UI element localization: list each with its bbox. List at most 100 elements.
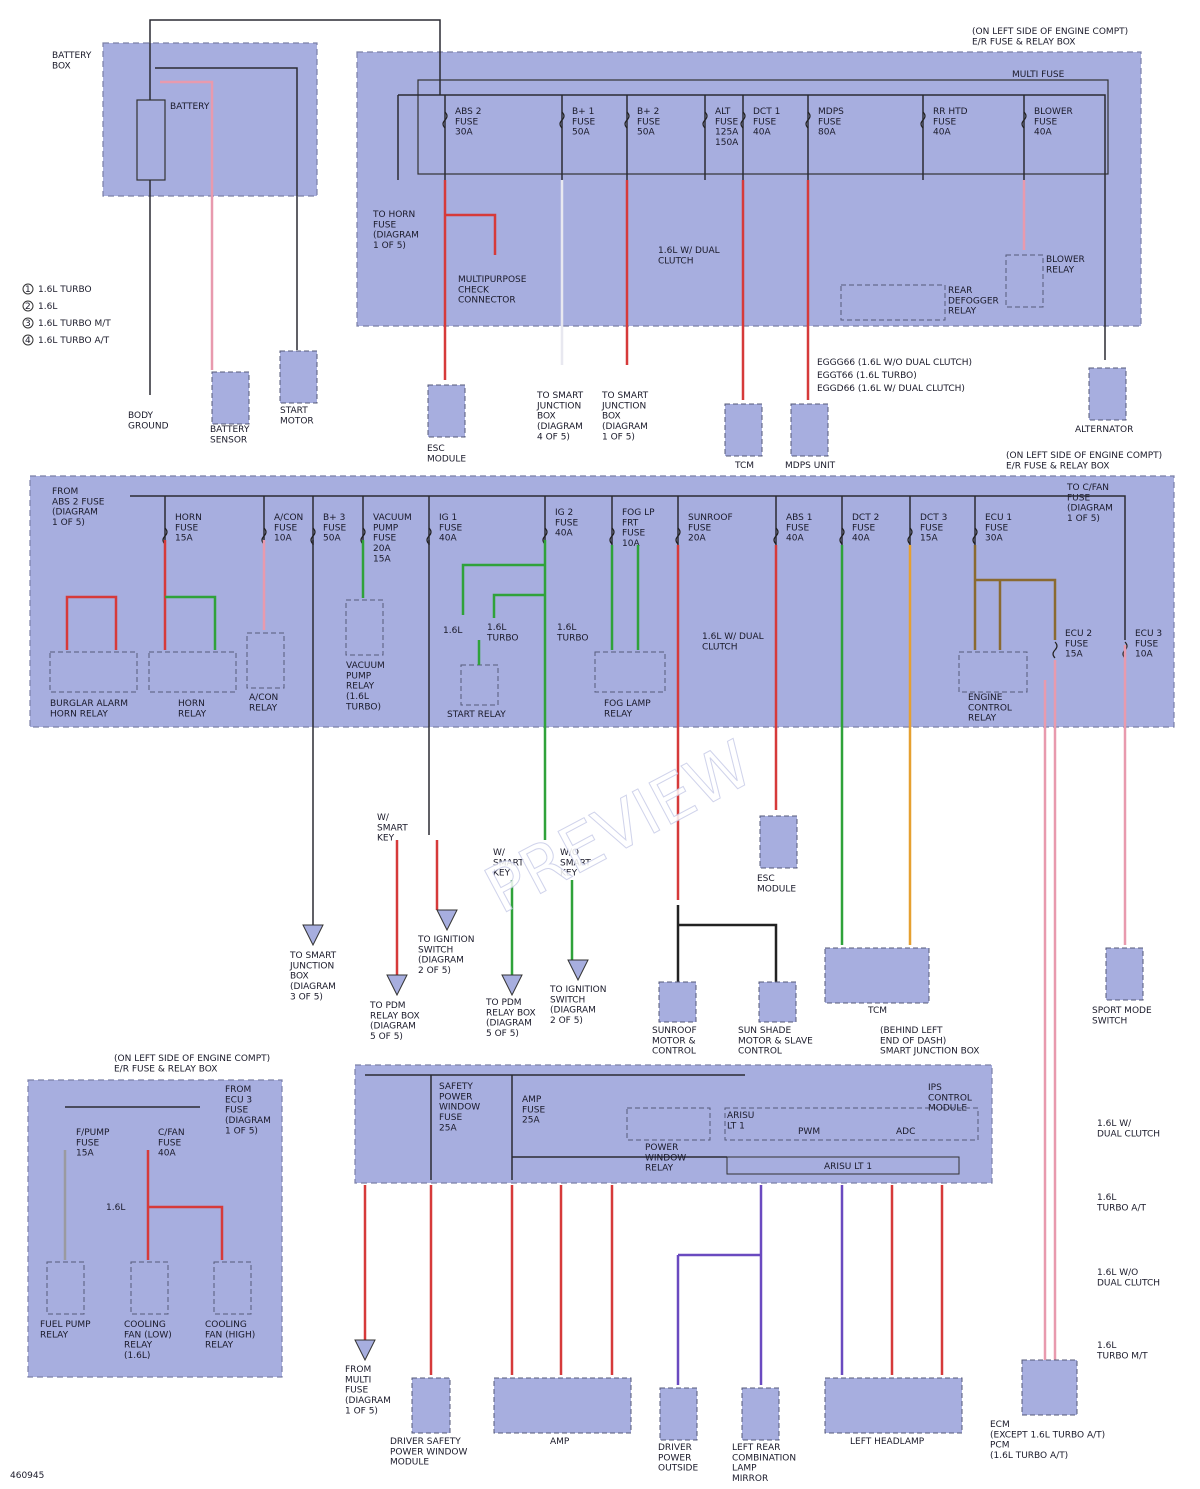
wire-blk-alt <box>398 94 1106 360</box>
connector-s-icon <box>501 974 523 997</box>
tcm-top-label: TCM <box>734 461 754 471</box>
esc-module-mid <box>759 815 798 869</box>
page-id: 460945 <box>10 1471 44 1481</box>
wire-brn-ecu <box>973 545 1057 650</box>
wire-grn-fog <box>610 545 640 650</box>
ecm-label: ECM(EXCEPT 1.6L TURBO A/T)PCM(1.6L TURBO… <box>990 1420 1105 1461</box>
legend-text: 1.6L TURBO M/T <box>38 319 111 329</box>
fuse-icon <box>972 527 978 545</box>
left-headlamp-label: LEFT HEADLAMP <box>850 1437 925 1447</box>
acon-relay <box>246 632 285 689</box>
ecm-unit <box>1021 1359 1078 1416</box>
fuse-icon <box>839 527 845 545</box>
wire-bluorg-mirror <box>676 1185 763 1385</box>
eggd-label: EGGD66 (1.6L W/ DUAL CLUTCH) <box>817 384 965 394</box>
bl-l16-label: 1.6L <box>106 1203 125 1213</box>
wire-red-smartkey <box>395 840 439 975</box>
cooling-fan-high-relay <box>213 1261 252 1315</box>
wire-blk-start <box>155 67 298 350</box>
sunroof-motor <box>658 981 697 1023</box>
wire-grn-smartkey <box>510 880 574 975</box>
wire-blk-ecu3 <box>1040 495 1126 640</box>
alternator-label: ALTERNATOR <box>1075 425 1133 435</box>
cooling-fan-low-relay <box>130 1261 169 1315</box>
mid-relay-label: START RELAY <box>447 710 506 720</box>
fuse-icon <box>609 527 615 545</box>
left-headlamp-unit <box>824 1377 963 1434</box>
fuse-icon <box>740 111 746 129</box>
legend-marker-icon <box>22 283 34 295</box>
wire-red-mpcc <box>445 213 497 255</box>
legend-number: 4 <box>25 336 31 346</box>
fuse-icon <box>559 111 565 129</box>
fuse-icon <box>675 527 681 545</box>
er-box-mid-note: (ON LEFT SIDE OF ENGINE COMPT)E/R FUSE &… <box>1006 451 1162 471</box>
wire-grn-horn <box>165 595 217 650</box>
fuse-icon <box>162 527 168 545</box>
horn-relay <box>148 651 237 693</box>
burglar-alarm-horn-relay <box>49 651 138 693</box>
wire-red-headlamp <box>890 1185 944 1375</box>
battery-label: BATTERY <box>170 102 210 112</box>
ips-control-module <box>724 1107 979 1141</box>
mdps-unit <box>790 403 829 457</box>
fuse-icon <box>1021 111 1027 129</box>
fuse-icon <box>542 527 548 545</box>
er-box-bottom-note: (ON LEFT SIDE OF ENGINE COMPT)E/R FUSE &… <box>114 1054 270 1074</box>
tcm-mid-label: TCM <box>867 1006 887 1016</box>
eggt-label: EGGT66 (1.6L TURBO) <box>817 371 917 381</box>
legend-text: 1.6L <box>38 302 57 312</box>
mdps-label: MDPS UNIT <box>785 461 836 471</box>
wire-red-cfan <box>146 1150 224 1260</box>
wire-redorg-amp <box>510 1185 614 1375</box>
eggg-label: EGGG66 (1.6L W/O DUAL CLUTCH) <box>817 358 972 368</box>
fuse-icon <box>426 527 432 545</box>
start-relay <box>460 664 499 706</box>
fuse-icon <box>1052 641 1058 659</box>
driver-power-mirror <box>659 1387 698 1441</box>
wire-nca-sunroof <box>676 905 778 985</box>
fuse-icon <box>624 111 630 129</box>
legend-marker-icon <box>22 317 34 329</box>
